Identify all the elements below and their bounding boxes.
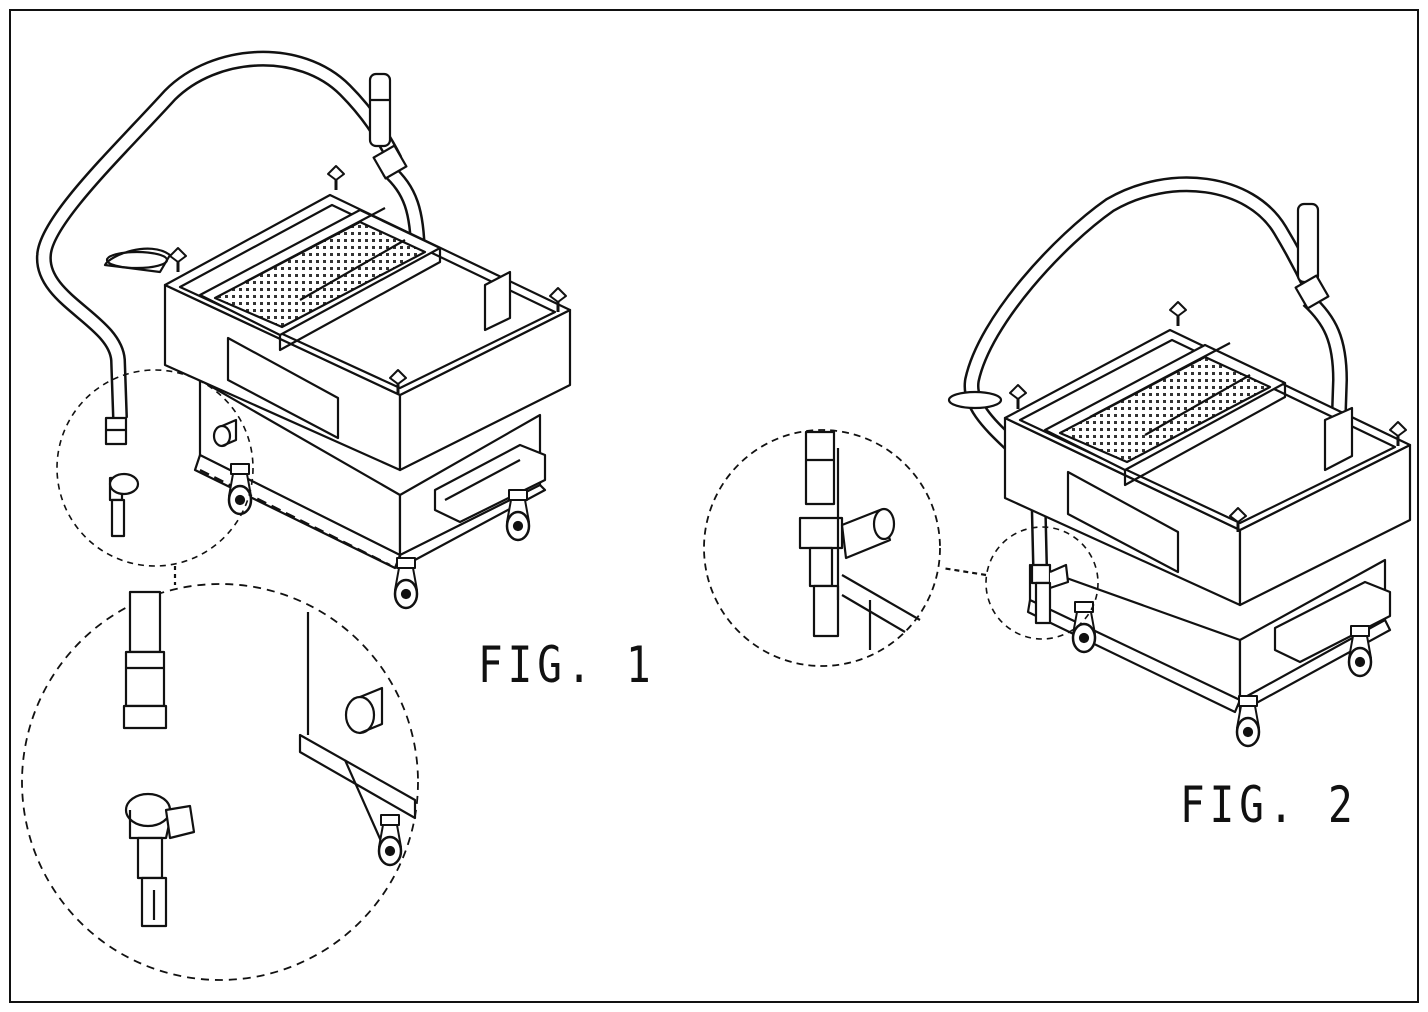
fig1-detail-circle-large (21, 583, 419, 981)
fig1-enlarged-hose-end (122, 590, 168, 730)
fig1-wand-handle (368, 72, 392, 148)
fig1-detail-circle-small (56, 369, 254, 567)
fig1-fryer-filter-cart (21, 50, 572, 981)
fig2-detail-circle-large (703, 429, 941, 667)
fig1-pan-top (163, 193, 572, 397)
fig1-enlarged-disconnect (124, 792, 196, 928)
figure-1-label: FIG. 1 (478, 636, 656, 694)
fig1-enlarged-cart-corner (298, 612, 417, 867)
figure-2-label: FIG. 2 (1180, 776, 1358, 834)
fig2-enlarged-valve (798, 430, 921, 650)
fig2-fryer-filter-cart (703, 176, 1412, 748)
fig2-detail-circle-small (985, 526, 1099, 640)
